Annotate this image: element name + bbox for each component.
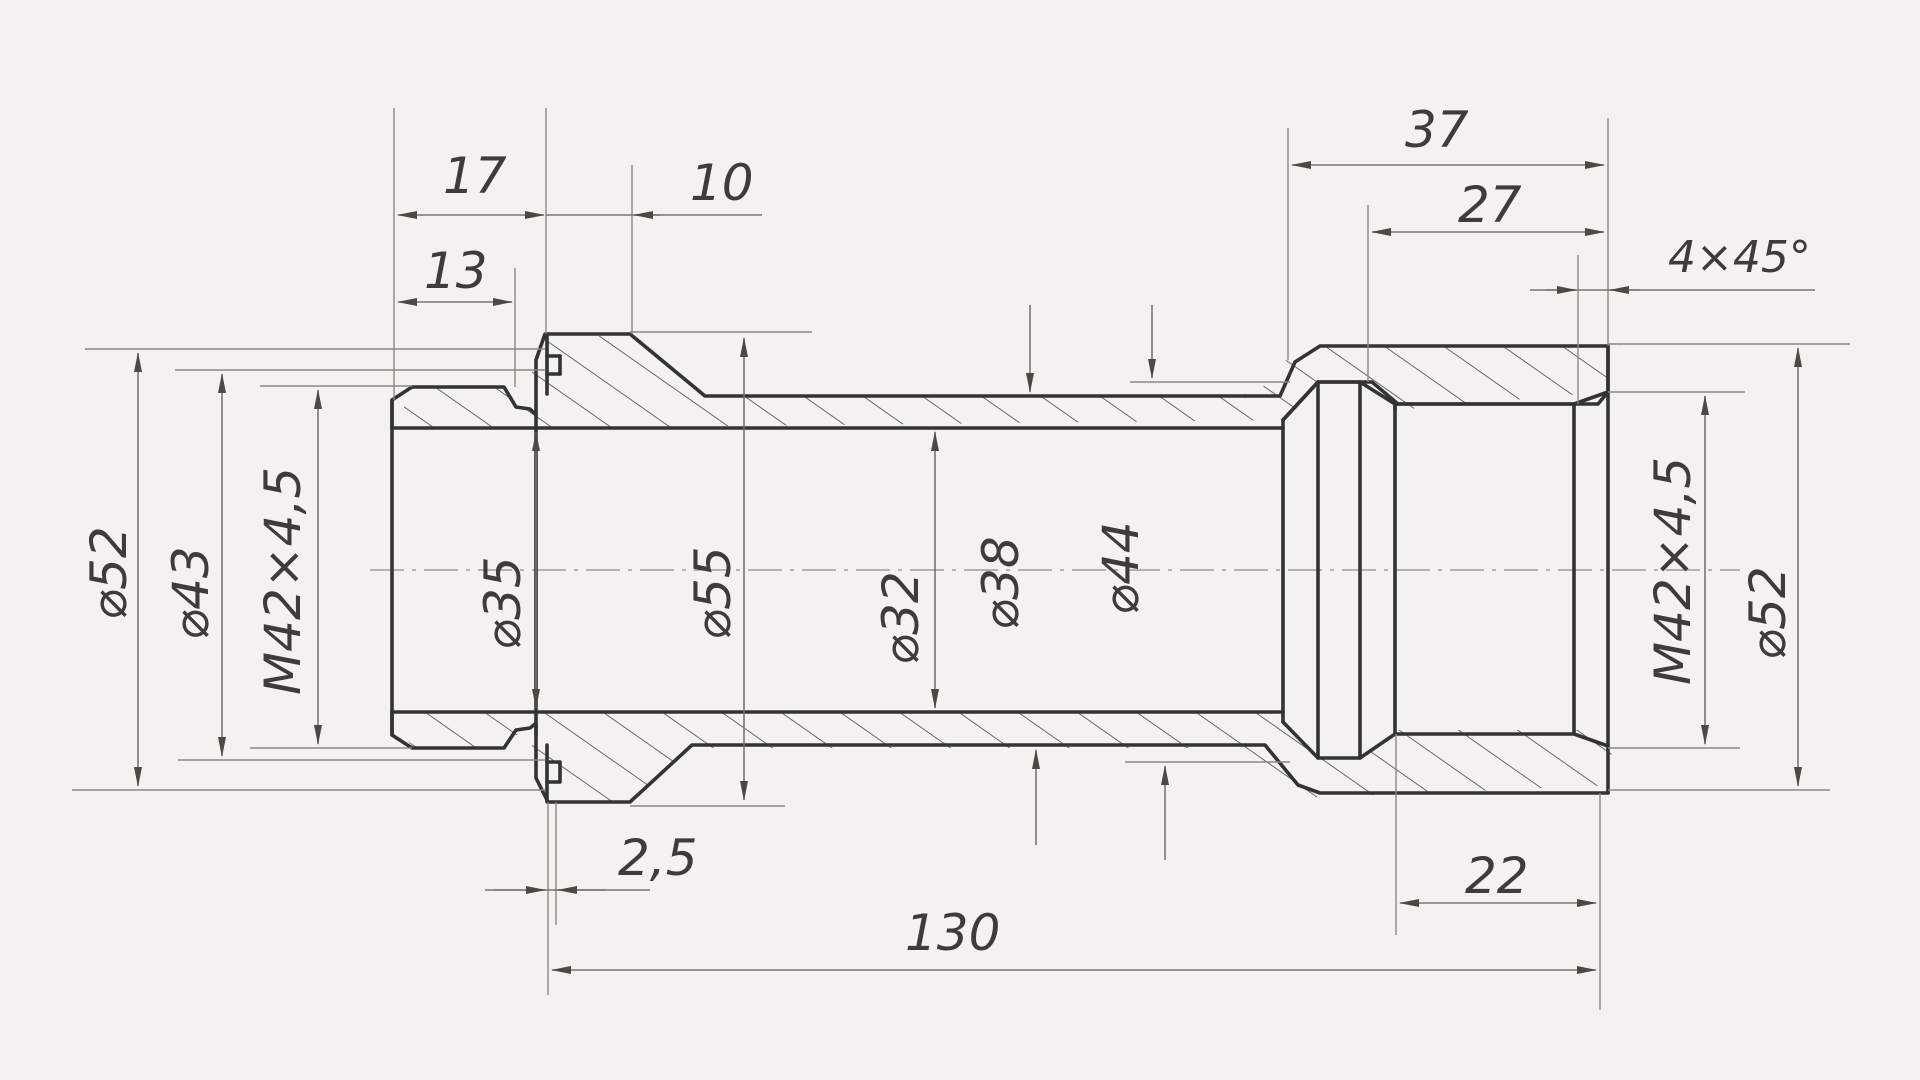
horizontal-dimensions <box>397 161 1815 974</box>
inner-groove-top <box>1281 380 1576 422</box>
label-chamfer: 4×45° <box>1668 232 1811 283</box>
label-13: 13 <box>424 242 488 300</box>
label-m42-left: M42×4,5 <box>254 467 312 695</box>
inner-groove-bottom <box>1281 720 1576 760</box>
dimension-labels: 17 13 10 37 27 4×45° 2,5 22 130 ⌀52 ⌀43 … <box>80 101 1811 962</box>
top-wall-section <box>404 336 1620 428</box>
right-sleeve-bottom <box>1243 743 1610 795</box>
label-dia52-left: ⌀52 <box>80 526 138 620</box>
vertical-dimensions <box>134 305 1802 860</box>
label-10: 10 <box>690 154 754 212</box>
label-130: 130 <box>905 904 1000 962</box>
label-37: 37 <box>1405 101 1469 159</box>
label-dia32: ⌀32 <box>872 571 930 665</box>
label-dia38: ⌀38 <box>972 536 1030 630</box>
label-dia52-right: ⌀52 <box>1739 566 1797 660</box>
part-outline <box>390 332 1610 804</box>
section-hatching <box>404 336 1620 802</box>
extension-lines <box>72 108 1850 1010</box>
chamfer-bottom <box>1572 732 1610 748</box>
collar-slot-bottom <box>545 760 562 784</box>
label-dia43: ⌀43 <box>162 546 220 640</box>
label-dia55: ⌀55 <box>684 546 742 640</box>
bottom-wall-section <box>404 712 1620 802</box>
label-2-5: 2,5 <box>618 829 698 887</box>
label-22: 22 <box>1465 847 1529 905</box>
label-m42-right: M42×4,5 <box>1644 457 1702 685</box>
label-dia35: ⌀35 <box>474 556 532 650</box>
left-collar-bottom <box>534 722 1247 804</box>
chamfer-top <box>1572 390 1610 406</box>
label-17: 17 <box>443 147 507 205</box>
label-dia44: ⌀44 <box>1092 521 1150 615</box>
left-collar-top <box>534 332 1247 416</box>
left-thread-bottom <box>390 710 537 750</box>
label-27: 27 <box>1458 176 1522 234</box>
